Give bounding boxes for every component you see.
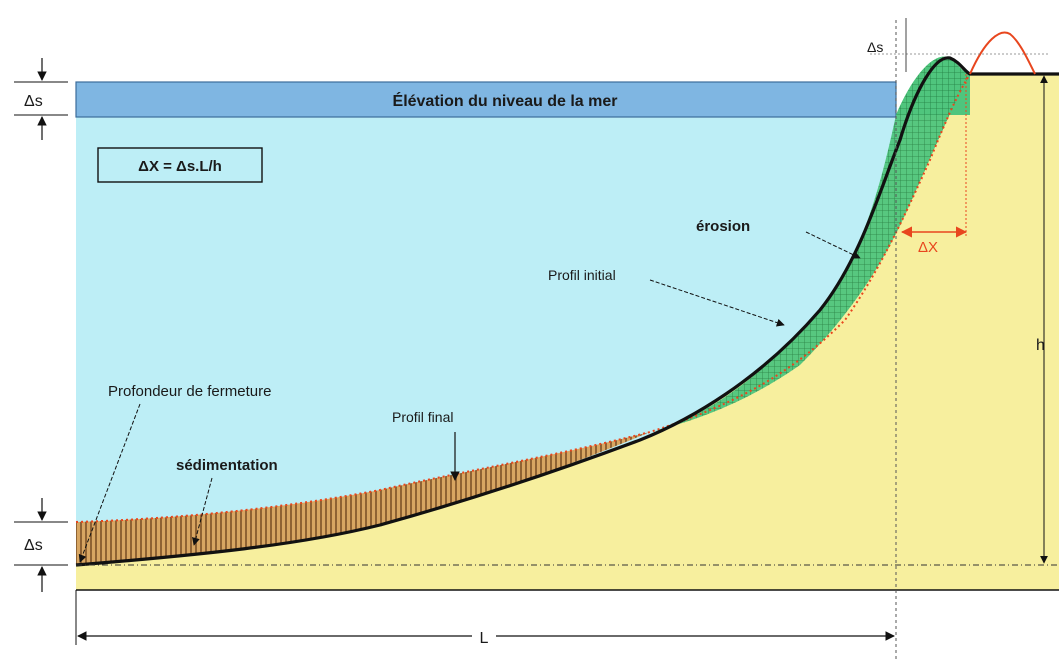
delta-s-bottom-left: Δs bbox=[24, 537, 43, 554]
profondeur-fermeture-label: Profondeur de fermeture bbox=[108, 383, 271, 400]
sedimentation-label: sédimentation bbox=[176, 457, 278, 474]
formula-box bbox=[97, 147, 263, 183]
initial-profile-line bbox=[75, 73, 971, 523]
profil-initial-arrow bbox=[649, 279, 785, 327]
sedimentation-zone bbox=[76, 432, 650, 565]
l-label: L bbox=[480, 630, 489, 647]
land-body bbox=[76, 74, 1059, 590]
delta-x-label: ΔX bbox=[918, 239, 938, 256]
sedimentation-arrow bbox=[192, 477, 213, 546]
delta-s-top-right: Δs bbox=[867, 39, 883, 55]
erosion-zone bbox=[650, 56, 970, 432]
formula-text: ΔX = Δs.L/h bbox=[138, 158, 222, 175]
sea-level-rise-label: Élévation du niveau de la mer bbox=[393, 91, 618, 110]
l-label-bg bbox=[472, 626, 496, 646]
erosion-arrow bbox=[805, 231, 861, 259]
sea-level-rise-banner bbox=[75, 81, 897, 118]
profil-initial-label: Profil initial bbox=[548, 267, 616, 283]
final-profile-line bbox=[75, 56, 1059, 567]
profil-final-label: Profil final bbox=[392, 409, 453, 425]
h-label: h bbox=[1036, 337, 1045, 354]
erosion-label: érosion bbox=[696, 218, 750, 235]
profondeur-fermeture-arrow bbox=[78, 403, 141, 563]
raised-dune-profile bbox=[969, 31, 1036, 75]
delta-s-top-left: Δs bbox=[24, 93, 43, 110]
